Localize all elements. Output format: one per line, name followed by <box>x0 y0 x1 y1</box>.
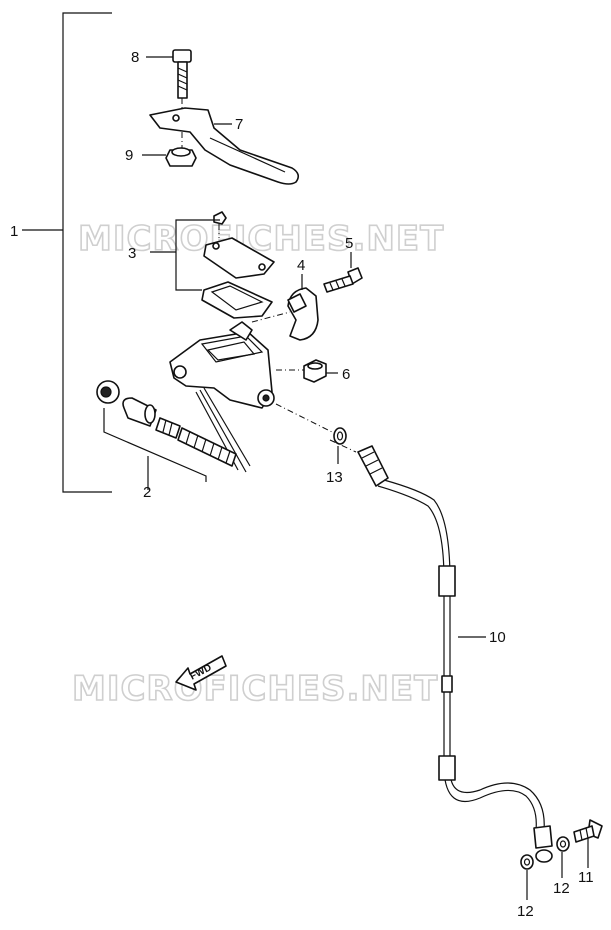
part-12-washers <box>520 836 570 900</box>
callout-8: 8 <box>131 49 139 66</box>
part-3-cap-assembly <box>150 211 275 319</box>
assembly-bracket <box>22 12 112 493</box>
callout-2: 2 <box>143 484 151 501</box>
watermark-top: MICROFICHES.NET <box>78 219 444 259</box>
callout-11: 11 <box>578 869 594 886</box>
part-6-nut <box>276 359 338 383</box>
callout-3: 3 <box>128 245 136 262</box>
callout-10: 10 <box>489 629 506 646</box>
part-9-nut <box>142 132 197 167</box>
callout-6: 6 <box>342 366 350 383</box>
callout-1: 1 <box>10 223 18 240</box>
part-5-bolt <box>323 252 363 293</box>
part-10-hose <box>329 439 553 863</box>
callout-4: 4 <box>297 257 305 274</box>
part-8-bolt <box>146 49 192 110</box>
callout-12a: 12 <box>553 880 570 897</box>
part-7-lever <box>149 107 300 185</box>
callout-5: 5 <box>345 235 353 252</box>
watermark-bottom: MICROFICHES.NET <box>72 669 438 709</box>
callout-13: 13 <box>326 469 343 486</box>
part-2-piston-set <box>96 380 237 490</box>
callout-12b: 12 <box>517 903 534 920</box>
master-cylinder-body <box>169 321 275 473</box>
callout-7: 7 <box>235 116 243 133</box>
part-13-washer <box>275 403 347 464</box>
callout-9: 9 <box>125 147 133 164</box>
part-4-clamp <box>251 274 319 341</box>
part-11-bolt <box>573 819 603 868</box>
